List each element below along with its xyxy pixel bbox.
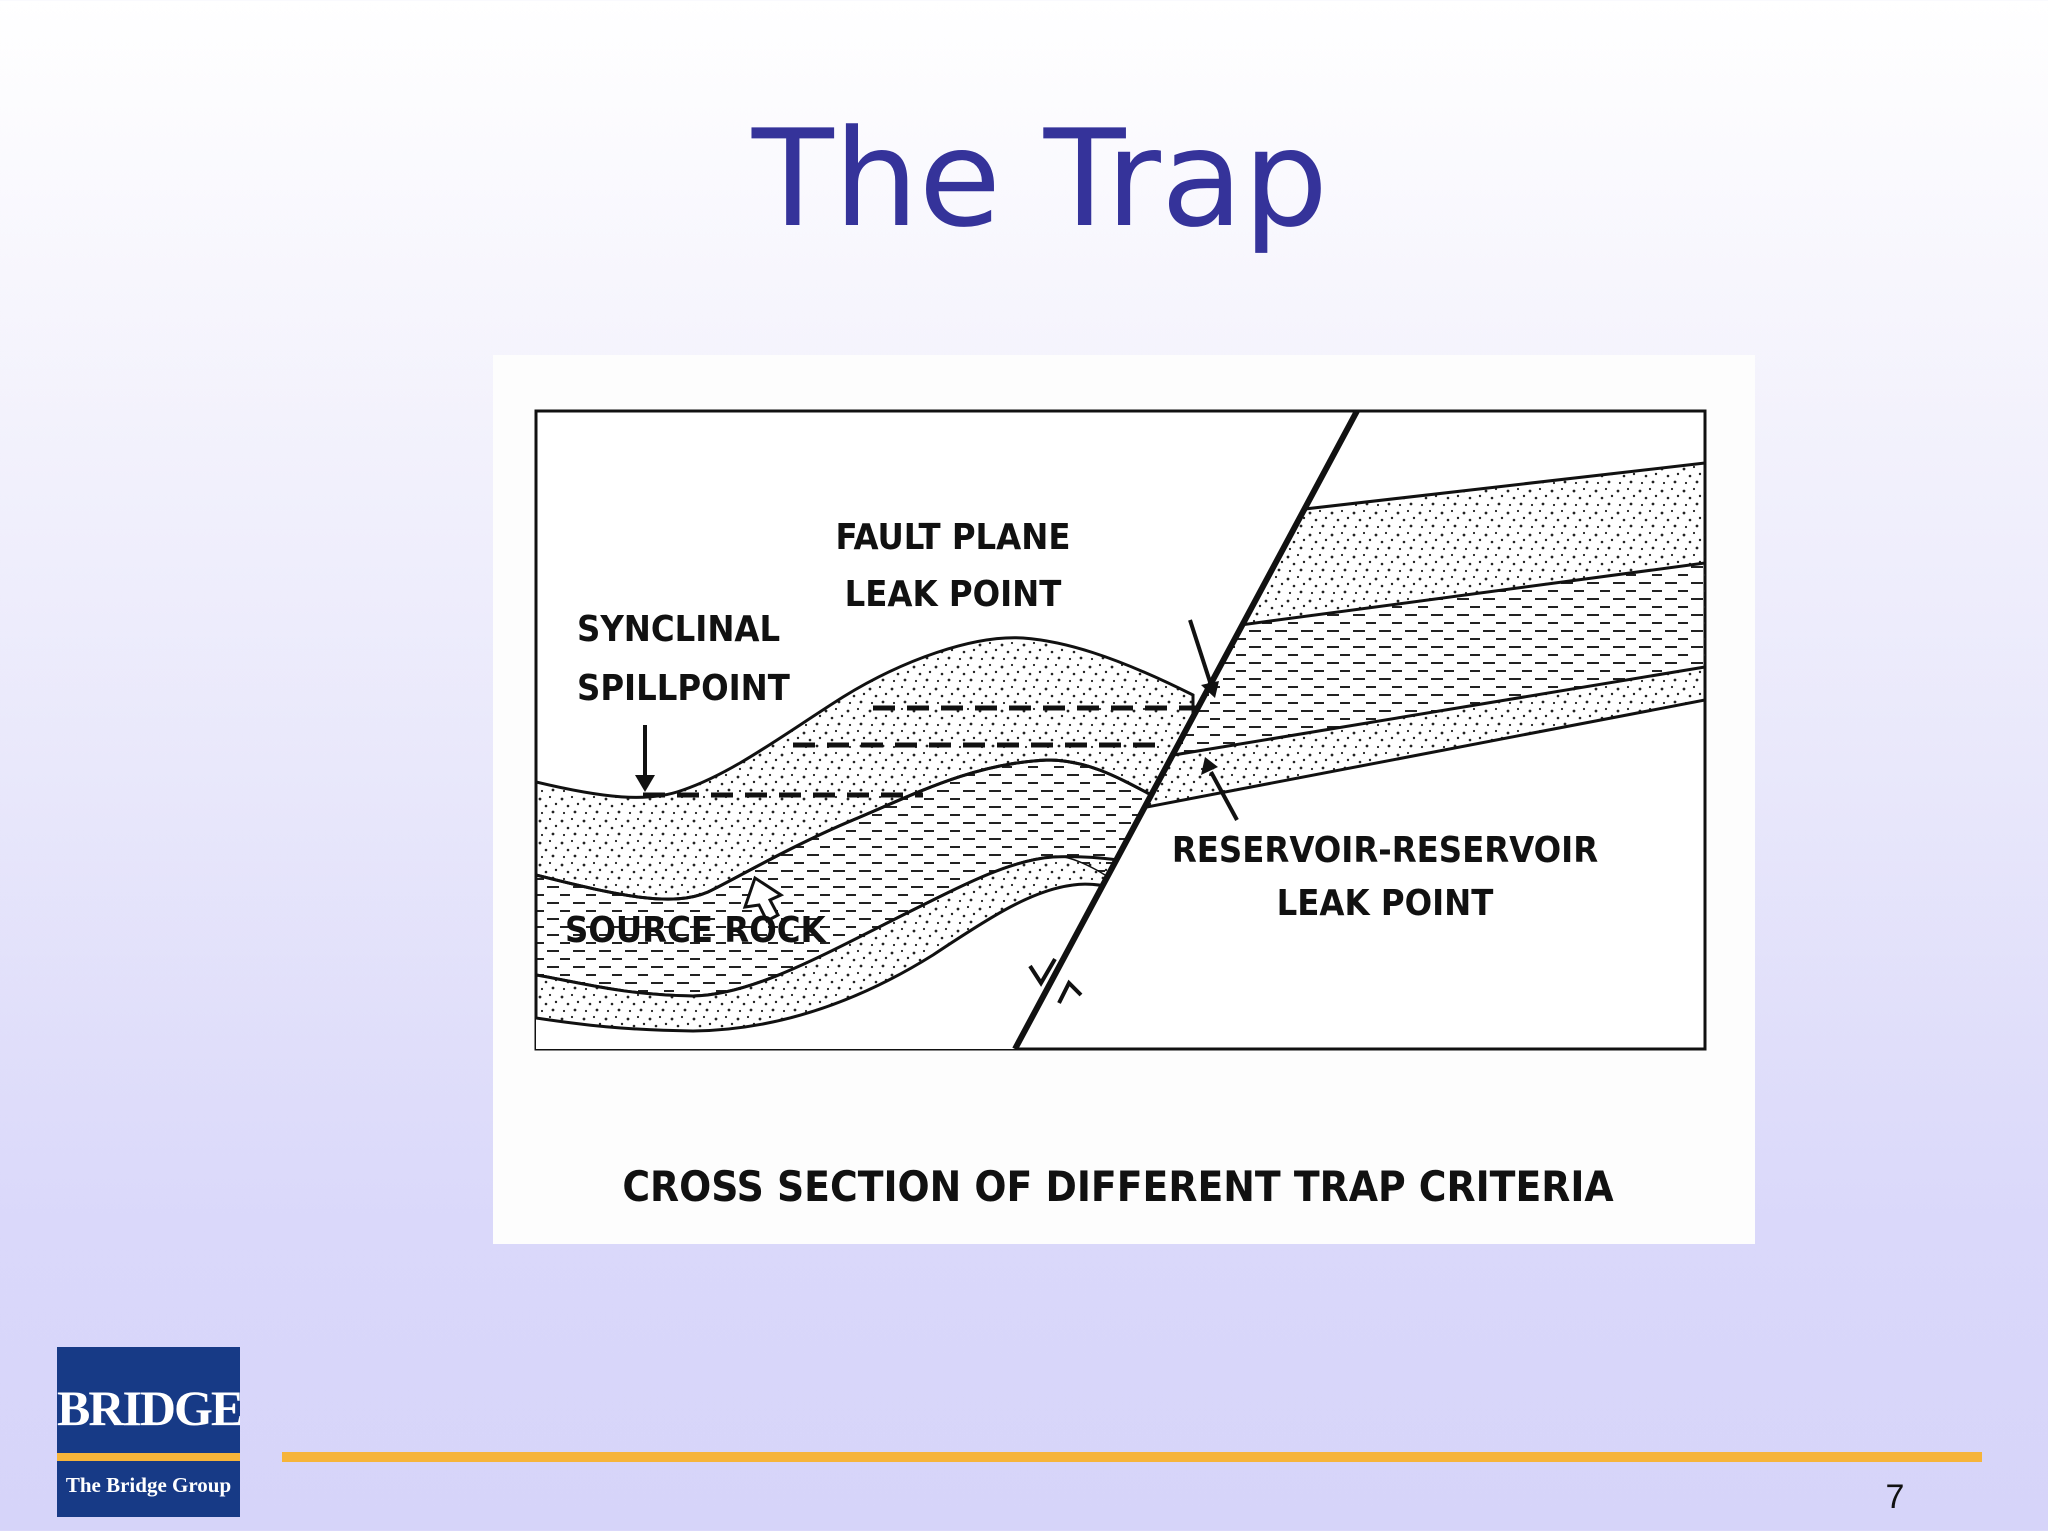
logo-wordmark: BRIDGE <box>57 1380 240 1436</box>
fault-plane-label: FAULT PLANE <box>836 517 1071 558</box>
left-fault-block <box>536 636 1223 1049</box>
reservoir-leak-label-line2: LEAK POINT <box>1277 883 1494 924</box>
right-lower-sand <box>1053 667 1705 825</box>
fault-plane-line <box>1012 409 1360 1051</box>
figure-caption: CROSS SECTION OF DIFFERENT TRAP CRITERIA <box>622 1162 1614 1211</box>
slide-title: The Trap <box>751 101 1329 257</box>
trap-cross-section-figure: FAULT PLANE LEAK POINT SYNCLINAL SPILLPO… <box>493 355 1755 1244</box>
reservoir-leak-arrow <box>1201 757 1239 821</box>
cross-section-diagram: FAULT PLANE LEAK POINT SYNCLINAL SPILLPO… <box>534 409 1707 1211</box>
synclinal-label: SYNCLINAL <box>577 609 780 650</box>
bridge-group-logo: BRIDGE The Bridge Group <box>57 1347 240 1517</box>
source-rock-label: SOURCE ROCK <box>565 910 827 951</box>
right-shale <box>1053 563 1705 775</box>
fault-plane-leak-arrow <box>1188 619 1219 698</box>
logo-subtitle: The Bridge Group <box>65 1473 232 1497</box>
fault-plane-label-line2: LEAK POINT <box>845 574 1062 615</box>
source-rock-arrow <box>742 875 785 924</box>
synclinal-label-line2: SPILLPOINT <box>577 668 790 709</box>
fault-up-symbol <box>1057 979 1083 1004</box>
reservoir-leak-label: RESERVOIR-RESERVOIR <box>1172 830 1598 871</box>
logo-stripe <box>57 1453 240 1461</box>
fault-down-symbol <box>1028 957 1057 987</box>
synclinal-spillpoint-arrow <box>635 725 655 792</box>
footer-divider <box>282 1452 1982 1462</box>
page-number: 7 <box>1885 1478 1905 1516</box>
